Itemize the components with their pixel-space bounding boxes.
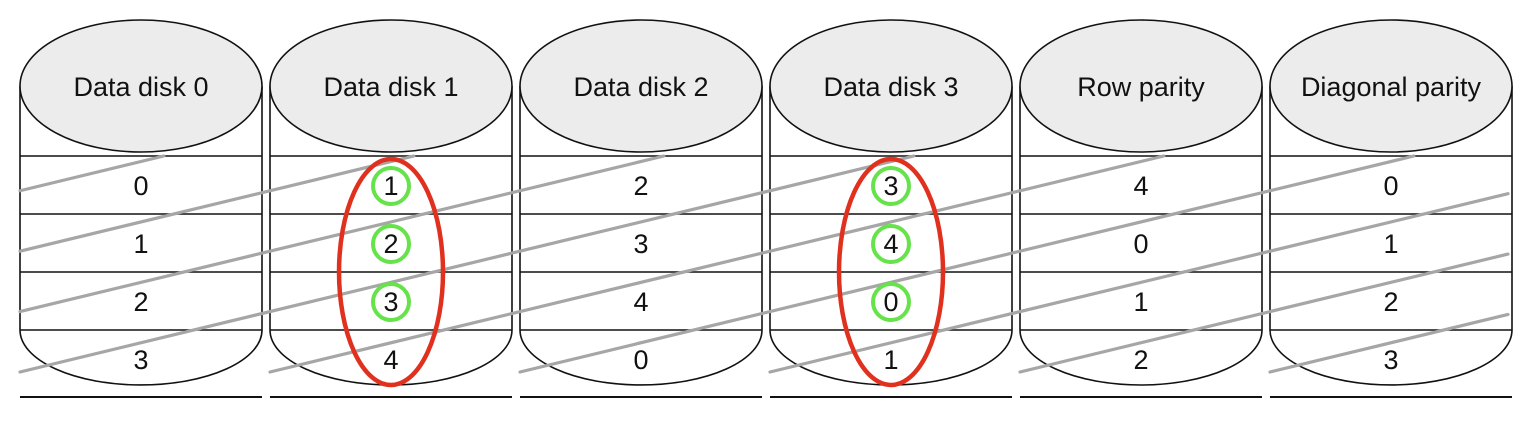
cell-value: 3 [883, 171, 898, 201]
cell-value: 3 [633, 229, 648, 259]
disk-bottom-curve [1019, 329, 1263, 386]
diagonal-stripe [18, 154, 916, 374]
diagonal-stripe [1018, 252, 1510, 374]
cell-value: 3 [133, 345, 148, 375]
cell-highlight-circle [871, 166, 911, 206]
highlight-annotations [336, 156, 946, 388]
cell-value: 0 [1133, 229, 1148, 259]
cell-value: 0 [883, 287, 898, 317]
disk-bottom-curve [19, 329, 263, 386]
disk-0: Data disk 0 0 1 2 3 [19, 19, 263, 398]
cell-value: 0 [1383, 171, 1398, 201]
cell-value: 0 [633, 345, 648, 375]
disk-bottom-curve [1269, 329, 1513, 386]
cell-value: 1 [383, 171, 398, 201]
cell-value: 1 [1383, 229, 1398, 259]
diagonal-stripe [1268, 312, 1510, 374]
cell-value: 4 [883, 229, 898, 259]
disk-1: Data disk 1 1 2 3 4 [269, 19, 513, 398]
cell-value: 1 [883, 345, 898, 375]
cell-highlight-circle [871, 224, 911, 264]
disk-cap [769, 19, 1013, 153]
disk-2: Data disk 2 2 3 4 0 [519, 19, 763, 398]
cell-value: 2 [633, 171, 648, 201]
diagonal-stripe [518, 154, 1416, 374]
disk-4: Row parity 4 0 1 2 [1019, 19, 1263, 398]
diagonal-stripe [268, 154, 1166, 374]
cell-highlight-circle [371, 166, 411, 206]
cell-value: 4 [383, 345, 398, 375]
disk-cap [19, 19, 263, 153]
disk-cap [269, 19, 513, 153]
cell-value: 2 [133, 287, 148, 317]
cell-value: 1 [133, 229, 148, 259]
cell-value: 2 [1133, 345, 1148, 375]
cell-highlight-circle [871, 282, 911, 322]
disk-cap [1019, 19, 1263, 153]
cell-value: 1 [1133, 287, 1148, 317]
diagonal-parity-lines [18, 154, 1510, 374]
disk-label: Row parity [1077, 72, 1205, 102]
disk-cap [519, 19, 763, 153]
cell-value: 3 [383, 287, 398, 317]
disk-cap [1269, 19, 1513, 153]
cell-value: 0 [133, 171, 148, 201]
cell-value: 4 [633, 287, 648, 317]
cell-value: 2 [383, 229, 398, 259]
disk-label: Data disk 1 [323, 72, 458, 102]
disk-label: Data disk 3 [823, 72, 958, 102]
diagonal-stripe [18, 154, 416, 253]
disk-5: Diagonal parity 0 1 2 3 [1269, 19, 1513, 398]
cell-highlight-circle [371, 224, 411, 264]
cell-highlight-circle [371, 282, 411, 322]
cell-value: 4 [1133, 171, 1148, 201]
column-highlight-ellipse [836, 156, 946, 388]
disk-label: Data disk 2 [573, 72, 708, 102]
diagonal-stripe [18, 154, 166, 193]
disk-label: Data disk 0 [73, 72, 208, 102]
cell-value: 2 [1383, 287, 1398, 317]
disk-label: Diagonal parity [1301, 72, 1482, 102]
cell-value: 3 [1383, 345, 1398, 375]
disk-3: Data disk 3 3 4 0 1 [769, 19, 1013, 398]
disk-bottom-curve [519, 329, 763, 386]
column-highlight-ellipse [336, 156, 446, 388]
diagonal-stripe [768, 192, 1510, 374]
